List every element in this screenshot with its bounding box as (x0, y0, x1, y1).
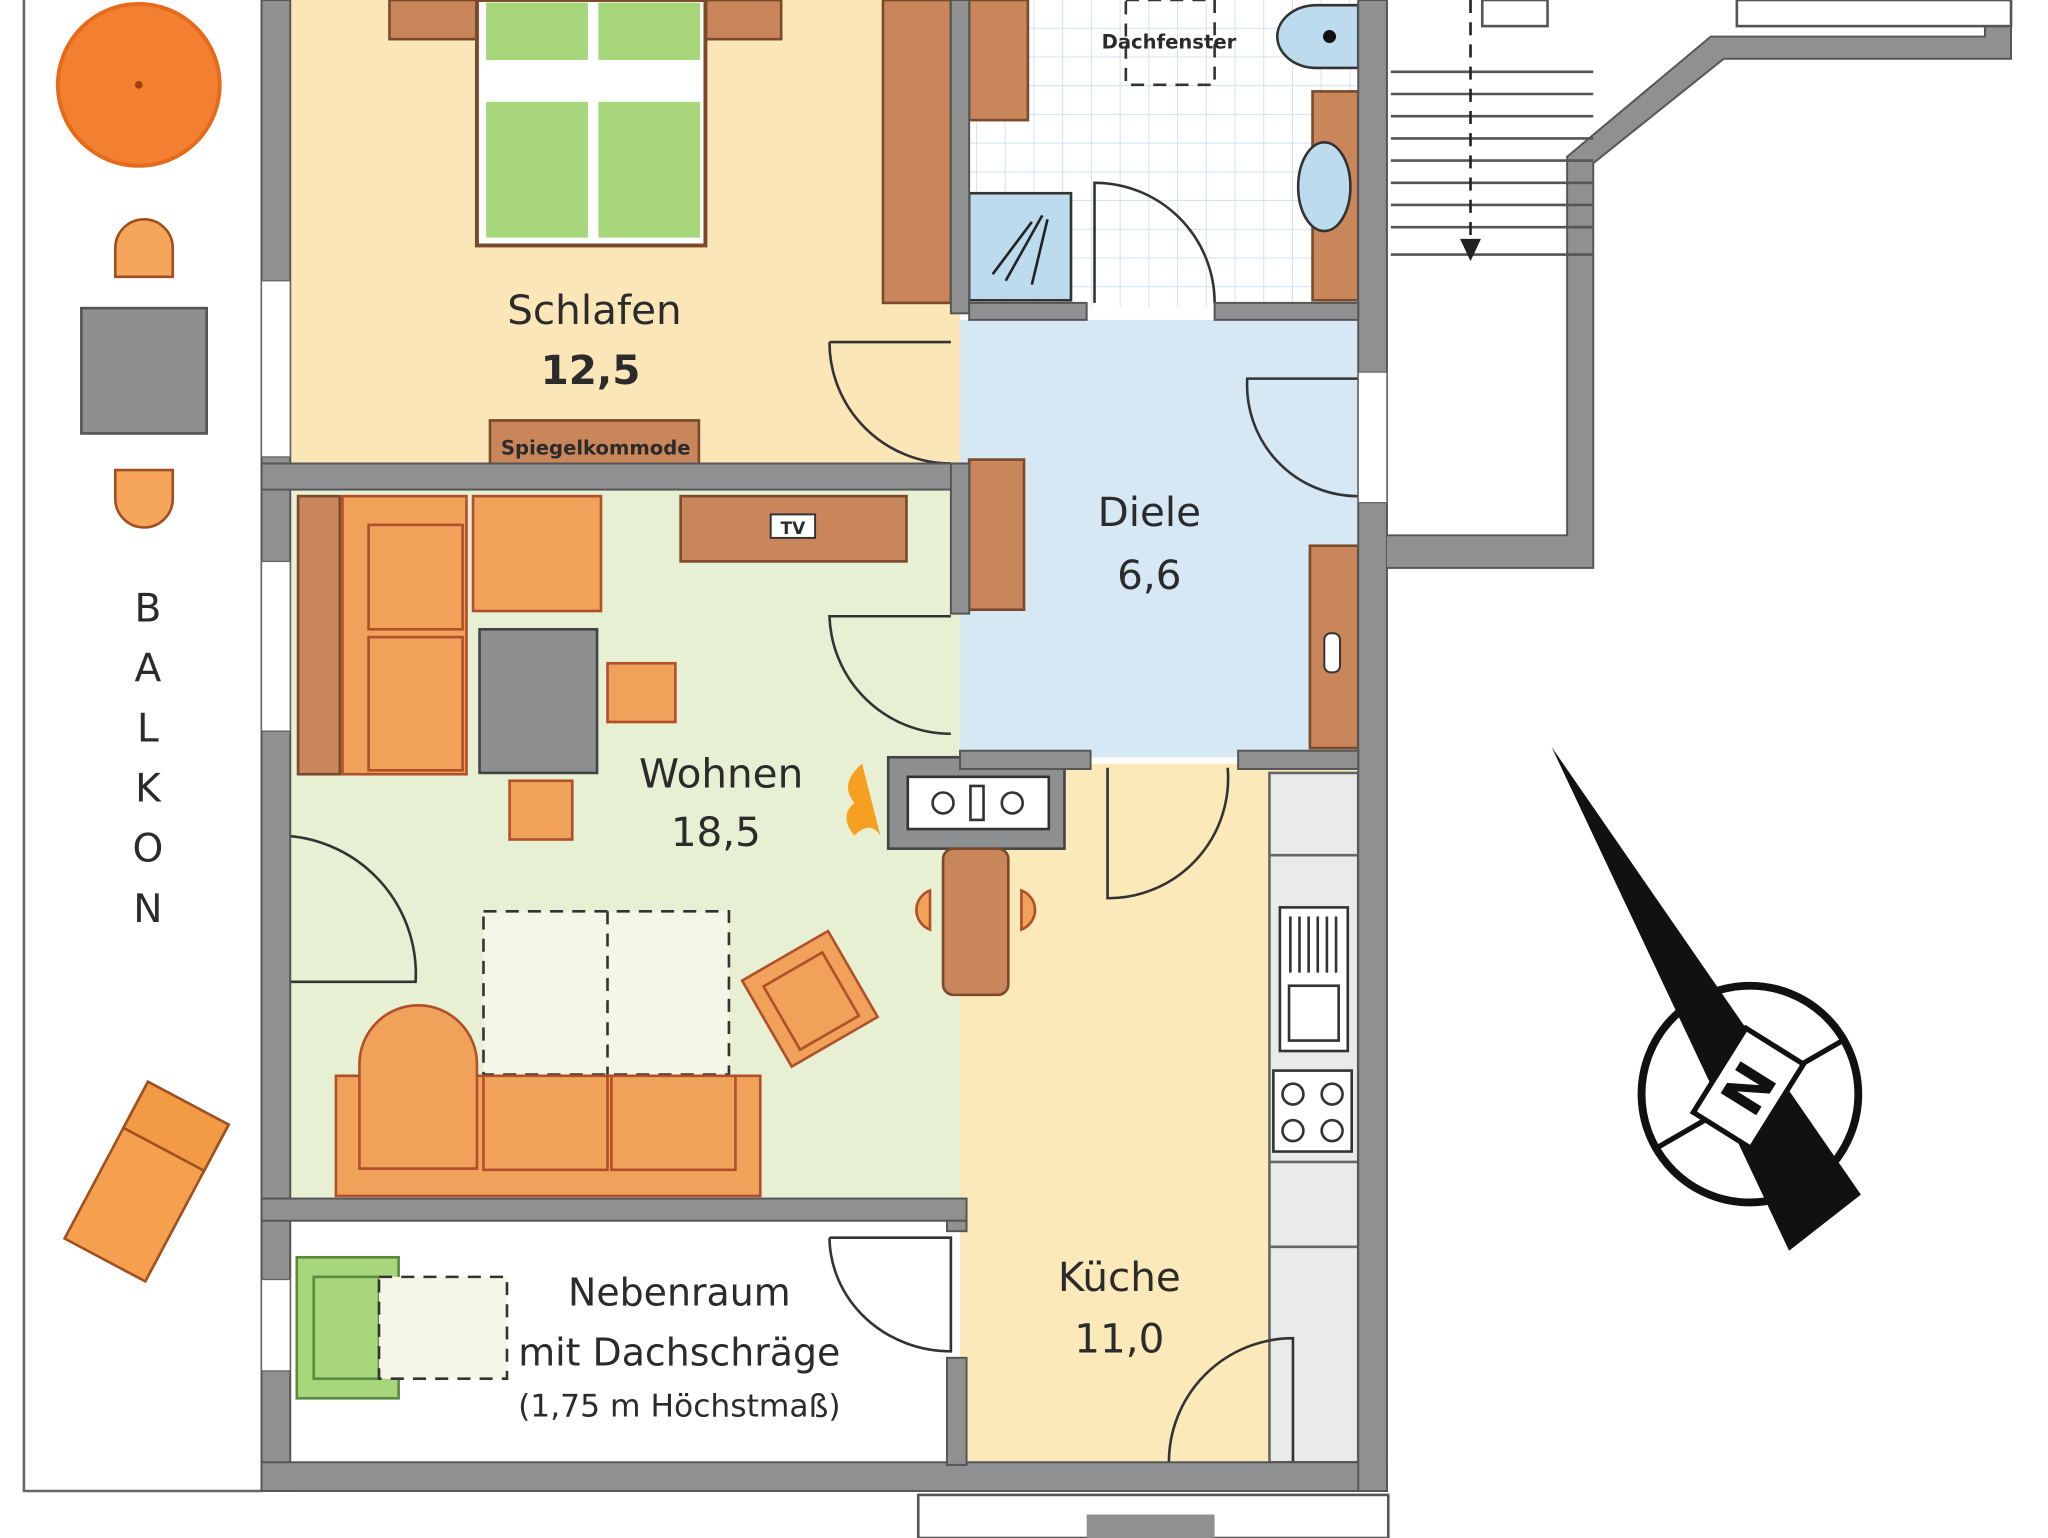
room-name-kueche: Küche (1058, 1253, 1181, 1301)
stool (606, 661, 677, 724)
walls (260, 0, 1388, 1492)
door-entrance[interactable] (1245, 377, 1359, 498)
balcony: B A L K O N (22, 0, 262, 1493)
stove-icon (1272, 1069, 1354, 1153)
bed-icon (474, 0, 708, 248)
room-subtitle-nebenraum: mit Dachschräge (518, 1331, 840, 1375)
room-diele (960, 319, 1359, 758)
corner-sofa (341, 494, 603, 776)
svg-text:B: B (135, 586, 162, 631)
room-area-diele: 6,6 (1117, 551, 1181, 599)
wohnen-sideboard (296, 494, 342, 776)
entrance-opening (1357, 371, 1388, 504)
sofa (334, 1004, 762, 1198)
svg-text:A: A (135, 647, 162, 692)
stool (508, 779, 574, 841)
room-name-nebenraum: Nebenraum (568, 1271, 791, 1315)
svg-text:K: K (135, 767, 162, 812)
window (260, 280, 291, 458)
spiegelkommode-label: Spiegelkommode (501, 436, 691, 459)
balcony-table (80, 306, 208, 435)
chair-icon (113, 468, 175, 529)
door-schlafen[interactable] (828, 340, 951, 465)
chair-icon (113, 218, 175, 279)
shower-icon (967, 191, 1073, 302)
toilet-icon (1275, 3, 1360, 70)
wardrobe (881, 0, 953, 305)
room-name-diele: Diele (1098, 488, 1201, 536)
door-bad[interactable] (1093, 181, 1216, 303)
diele-shelf (967, 458, 1026, 612)
coffee-table (478, 627, 599, 775)
dachfenster-label: Dachfenster (1102, 30, 1237, 53)
bath-cabinet (967, 0, 1030, 122)
parasol-icon (55, 1, 222, 168)
door-nebenraum[interactable] (828, 1236, 953, 1353)
svg-text:L: L (137, 707, 159, 752)
room-area-schlafen: 12,5 (541, 346, 641, 394)
fireplace-icon (846, 755, 1066, 850)
stairwell (916, 0, 2013, 1538)
tv-label: TV (781, 519, 807, 539)
compass-icon: N (1551, 746, 1863, 1251)
dining-table (915, 847, 1037, 997)
svg-text:N: N (133, 887, 162, 932)
svg-text:O: O (133, 827, 164, 872)
room-note-nebenraum: (1,75 m Höchstmaß) (518, 1389, 841, 1425)
lounger-icon (62, 1079, 231, 1284)
room-area-kueche: 11,0 (1074, 1315, 1164, 1363)
door-wohnen[interactable] (828, 614, 951, 736)
tv-icon (769, 513, 817, 539)
sink-icon (1296, 141, 1352, 233)
room-area-wohnen: 18,5 (671, 808, 761, 856)
coat-hook-icon (1323, 632, 1341, 674)
door-kueche-2[interactable] (1167, 1336, 1295, 1463)
door-kueche[interactable] (1106, 767, 1230, 900)
door-balcony[interactable] (275, 834, 418, 984)
room-name-schlafen: Schlafen (507, 286, 681, 334)
armchair (740, 929, 880, 1069)
sink-icon (1278, 906, 1350, 1053)
kitchen-counter (1268, 771, 1360, 1464)
balkon-label: B A L K O N (133, 586, 164, 931)
room-name-wohnen: Wohnen (639, 749, 803, 797)
lounger-icon (295, 1255, 509, 1400)
window (260, 560, 291, 732)
window (260, 1278, 291, 1372)
